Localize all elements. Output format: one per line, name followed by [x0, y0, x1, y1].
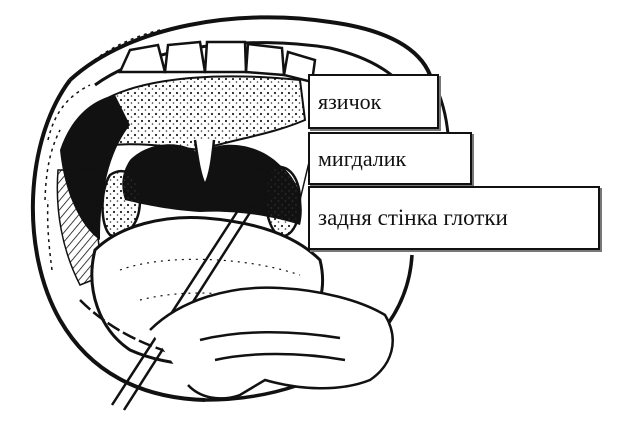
uvula-label: язичок: [308, 74, 439, 129]
pharynx-wall-label: задня стінка глотки: [308, 186, 600, 250]
tonsil-label: мигдалик: [308, 132, 472, 185]
holding-hand: [150, 288, 393, 399]
